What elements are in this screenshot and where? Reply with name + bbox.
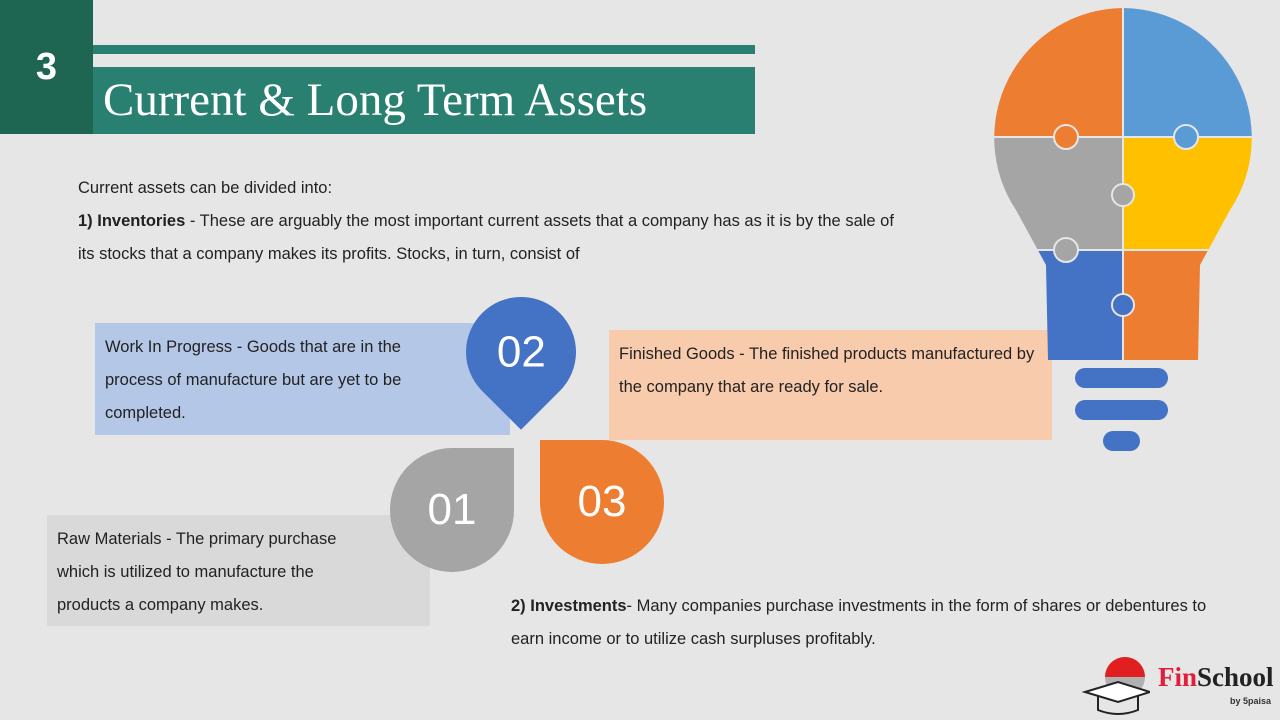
rm-label: Raw Materials — [57, 530, 162, 548]
petal-03-number: 03 — [577, 477, 627, 526]
brand-name: FinSchool — [1158, 662, 1274, 693]
wip-label: Work In Progress — [105, 338, 233, 356]
petal-01: 01 — [390, 448, 514, 572]
rm-text: - The primary purchase which is utilized… — [57, 530, 337, 614]
graduation-cap-icon — [1081, 657, 1150, 715]
slide-title: Current & Long Term Assets — [93, 67, 755, 134]
puzzle-bulb-icon — [994, 8, 1252, 360]
work-in-progress-box: Work In Progress - Goods that are in the… — [95, 323, 510, 435]
brand-fin: Fin — [1158, 662, 1198, 692]
inventories-label: 1) Inventories — [78, 212, 186, 230]
fg-text: - The finished products manufactured by … — [619, 345, 1035, 396]
petal-02-number: 02 — [496, 326, 546, 376]
inventories-text: 1) Inventories - These are arguably the … — [78, 205, 908, 271]
investments-text: 2) Investments- Many companies purchase … — [511, 590, 1211, 656]
investments-desc: - Many companies purchase investments in… — [511, 597, 1207, 648]
finschool-logo: FinSchool by 5paisa — [1080, 652, 1275, 718]
title-accent-bar — [93, 45, 755, 54]
brand-tagline: by 5paisa — [1230, 696, 1272, 706]
raw-materials-box: Raw Materials - The primary purchase whi… — [47, 515, 430, 626]
intro-section: Current assets can be divided into: 1) I… — [78, 172, 908, 271]
finished-goods-box: Finished Goods - The finished products m… — [609, 330, 1052, 440]
bulb-base-line — [1075, 368, 1168, 388]
petal-01-number: 01 — [427, 485, 477, 534]
bulb-base-line — [1075, 400, 1168, 420]
wip-text: - Goods that are in the process of manuf… — [105, 338, 402, 422]
petal-03: 03 — [540, 440, 664, 564]
intro-text: Current assets can be divided into: — [78, 179, 333, 197]
inventories-desc: - These are arguably the most important … — [78, 212, 894, 263]
investments-label: 2) Investments — [511, 597, 627, 615]
fg-label: Finished Goods — [619, 345, 735, 363]
slide-number: 3 — [0, 0, 93, 134]
brand-school: School — [1197, 662, 1274, 692]
bulb-base-line — [1103, 431, 1140, 451]
